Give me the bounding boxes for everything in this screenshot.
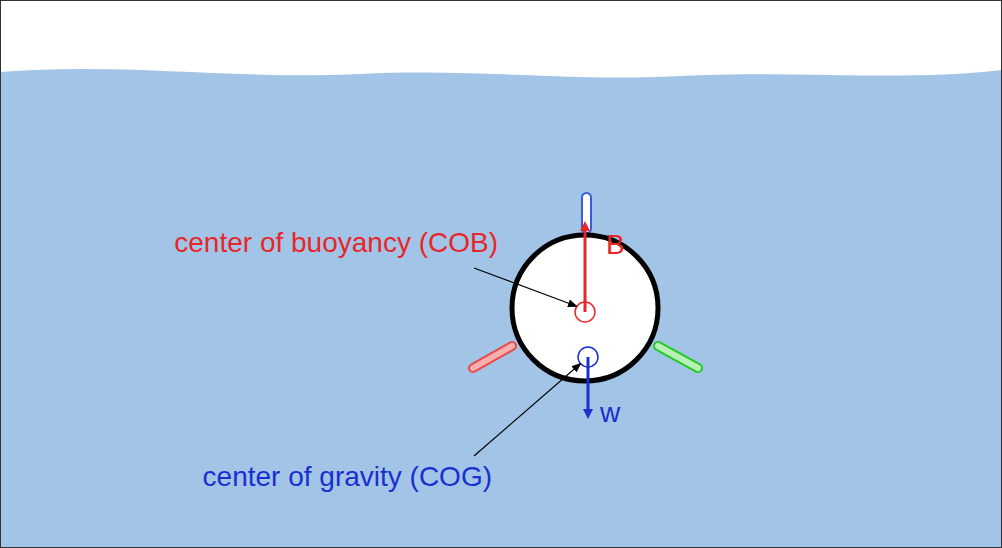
cob-label: center of buoyancy (COB) (174, 227, 498, 259)
water (0, 69, 1002, 548)
cog-label: center of gravity (COG) (203, 461, 492, 493)
force-label: B (606, 229, 625, 261)
buoyancy-force (584, 226, 587, 312)
leader-line (474, 364, 580, 456)
leader-line (474, 268, 576, 306)
thruster (658, 346, 698, 368)
force-label: w (600, 397, 620, 429)
thruster (473, 346, 512, 368)
thruster (473, 346, 512, 368)
thruster (658, 346, 698, 368)
weight-force (587, 357, 590, 414)
